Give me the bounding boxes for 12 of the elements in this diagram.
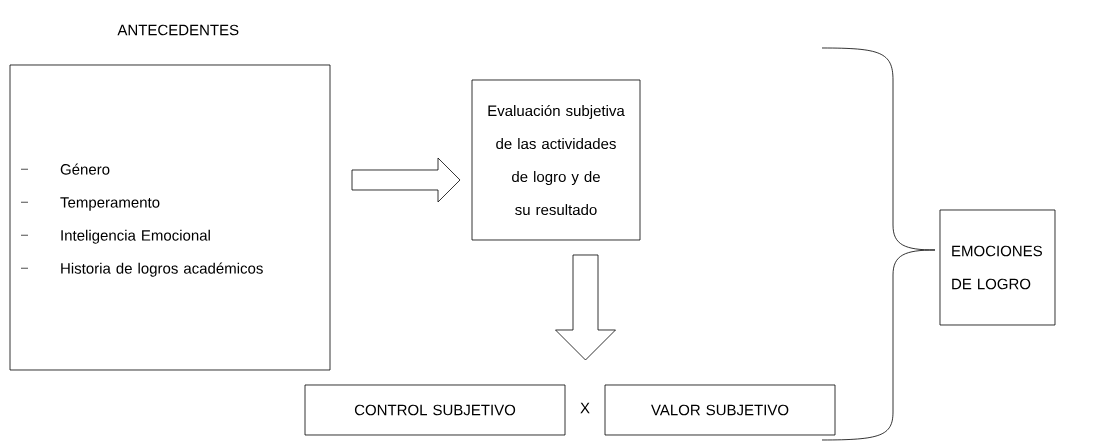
process-box: VALOR SUBJETIVO: [604, 384, 836, 436]
process-box: CONTROL SUBJETIVO: [304, 384, 566, 436]
list-item: Temperamento: [60, 197, 160, 211]
list-item: Inteligencia Emocional: [61, 229, 210, 244]
process-box: Evaluación subjetiva de las actividades de logro y de su resultado: [471, 79, 641, 241]
list-item: Historia de logros académicos: [61, 262, 263, 277]
list-item: Género: [60, 163, 110, 175]
block-arrow: [555, 254, 616, 361]
result-box: EMOCIONES DE LOGRO: [939, 209, 1056, 326]
block-arrow: [351, 157, 461, 203]
heading: ANTECEDENTES: [117, 24, 239, 36]
multiplication-sign: X: [580, 402, 590, 414]
